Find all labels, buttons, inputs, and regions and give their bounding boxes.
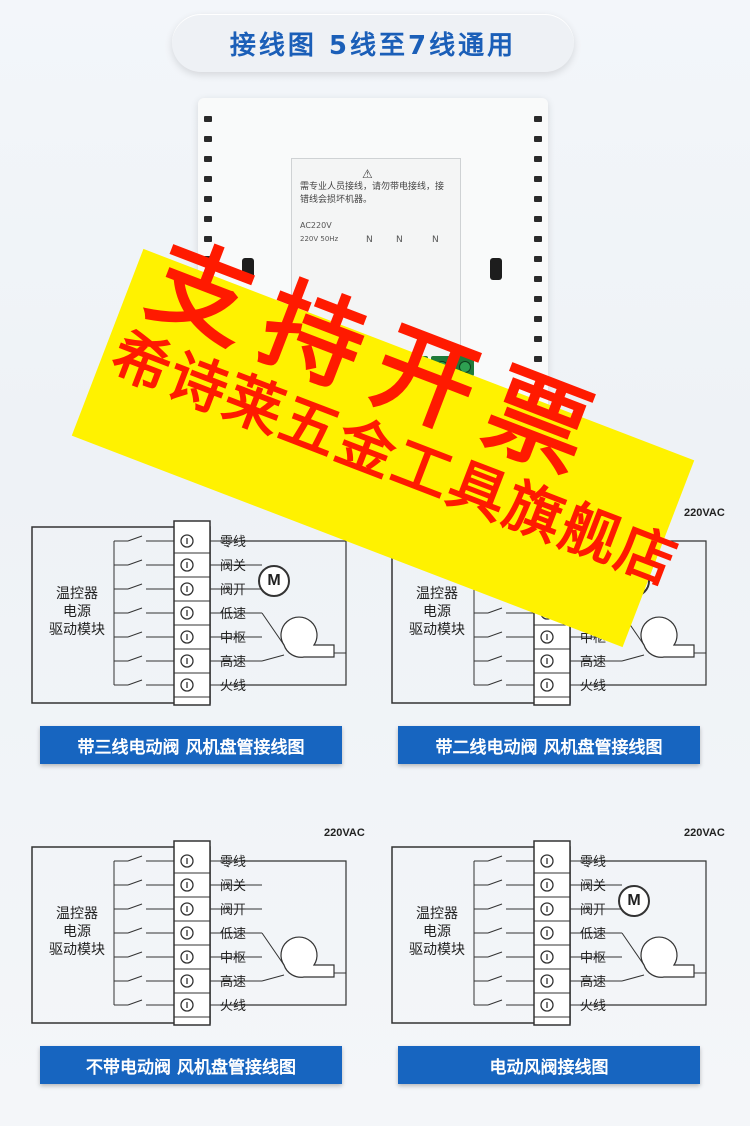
module-label: 驱动模块 bbox=[49, 622, 105, 638]
vent-slot bbox=[204, 136, 212, 142]
vent-slot bbox=[204, 196, 212, 202]
terminal-label: 零线 bbox=[580, 854, 607, 869]
vent-slot bbox=[204, 116, 212, 122]
caption-no-valve: 不带电动阀 风机盘管接线图 bbox=[40, 1046, 342, 1084]
terminal-label: 中枢 bbox=[220, 950, 247, 965]
vent-slot bbox=[534, 216, 542, 222]
motor-icon: M bbox=[258, 565, 290, 597]
module-label: 温控器 bbox=[416, 586, 458, 602]
terminal-label: 低速 bbox=[220, 606, 247, 621]
vent-slot bbox=[534, 316, 542, 322]
vent-slot bbox=[204, 236, 212, 242]
terminal-label: 火线 bbox=[580, 998, 607, 1013]
terminal-label: 高速 bbox=[580, 974, 607, 989]
vent-slot bbox=[204, 156, 212, 162]
wiring-lines bbox=[31, 840, 347, 1026]
vent-slot bbox=[534, 176, 542, 182]
module-label: 电源 bbox=[63, 604, 91, 620]
terminal-label: 阀关 bbox=[220, 878, 247, 893]
terminal-label: 低速 bbox=[220, 926, 247, 941]
terminal-label: 火线 bbox=[220, 998, 247, 1013]
vent-slot bbox=[204, 216, 212, 222]
module-label: 驱动模块 bbox=[409, 942, 465, 958]
terminal-label: 高速 bbox=[220, 654, 247, 669]
vent-slot bbox=[534, 356, 542, 362]
terminal-label: 高速 bbox=[580, 654, 607, 669]
vent-slot bbox=[534, 336, 542, 342]
terminal-label: 火线 bbox=[580, 678, 607, 693]
vent-slot bbox=[534, 296, 542, 302]
n-mark: N bbox=[396, 235, 403, 245]
module-label: 驱动模块 bbox=[49, 942, 105, 958]
vent-slot bbox=[534, 276, 542, 282]
terminal-label: 中枢 bbox=[580, 950, 607, 965]
terminal-label: 阀关 bbox=[220, 558, 247, 573]
vent-slot bbox=[534, 236, 542, 242]
vent-slot bbox=[534, 136, 542, 142]
terminal-label: 中枢 bbox=[220, 630, 247, 645]
vent-slot bbox=[534, 256, 542, 262]
n-mark: N bbox=[366, 235, 373, 245]
rating-top: AC220V bbox=[300, 221, 332, 230]
mount-slot-left bbox=[242, 258, 254, 280]
caption-three-wire-valve: 带三线电动阀 风机盘管接线图 bbox=[40, 726, 342, 764]
terminal-label: 零线 bbox=[220, 534, 247, 549]
wiring-lines bbox=[31, 520, 347, 706]
voltage-label: 220VAC bbox=[684, 827, 725, 839]
terminal-label: 高速 bbox=[220, 974, 247, 989]
caption-air-damper: 电动风阀接线图 bbox=[398, 1046, 700, 1084]
terminal-label: 阀开 bbox=[220, 902, 247, 917]
caption-two-wire-valve: 带二线电动阀 风机盘管接线图 bbox=[398, 726, 700, 764]
module-label: 电源 bbox=[423, 604, 451, 620]
module-label: 驱动模块 bbox=[409, 622, 465, 638]
mount-slot-right bbox=[490, 258, 502, 280]
module-label: 电源 bbox=[423, 924, 451, 940]
voltage-label: 220VAC bbox=[324, 827, 365, 839]
terminal-label: 阀开 bbox=[220, 582, 247, 597]
terminal-label: 阀关 bbox=[580, 878, 607, 893]
module-label: 温控器 bbox=[416, 906, 458, 922]
terminal-label: 阀开 bbox=[580, 902, 607, 917]
vent-slot bbox=[534, 156, 542, 162]
module-label: 温控器 bbox=[56, 586, 98, 602]
terminal-label: 低速 bbox=[580, 926, 607, 941]
vent-slot bbox=[204, 176, 212, 182]
module-label: 电源 bbox=[63, 924, 91, 940]
voltage-label: 220VAC bbox=[684, 507, 725, 519]
rating-sub: 220V 50Hz bbox=[300, 235, 339, 243]
diagram-no-valve: 零线阀关阀开低速中枢高速火线 温控器电源驱动模块 220VAC bbox=[31, 825, 365, 1030]
wiring-lines bbox=[391, 840, 707, 1026]
terminal-label: 火线 bbox=[220, 678, 247, 693]
vent-slot bbox=[534, 196, 542, 202]
diagram-air-damper: 零线阀关阀开低速中枢高速火线 温控器电源驱动模块 220VAC M bbox=[391, 825, 725, 1030]
terminal-label: 零线 bbox=[220, 854, 247, 869]
vent-slot bbox=[534, 116, 542, 122]
module-label: 温控器 bbox=[56, 906, 98, 922]
n-mark: N bbox=[432, 235, 439, 245]
vent-slot bbox=[204, 256, 212, 262]
warning-icon: ⚠ bbox=[362, 167, 373, 181]
page-title: 接线图 5线至7线通用 bbox=[172, 14, 574, 72]
warning-text: 需专业人员接线，请勿带电接线，接错线会损坏机器。 bbox=[300, 182, 445, 205]
motor-icon: M bbox=[618, 885, 650, 917]
